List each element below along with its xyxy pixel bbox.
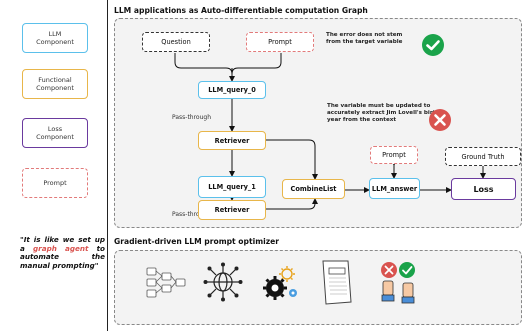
node-llm-answer: LLM_answer [369, 178, 420, 199]
node-prompt-top: Prompt [246, 32, 314, 52]
legend-llm-component: LLM Component [22, 23, 88, 53]
note-variable-update: The variable must be updated to accurate… [327, 103, 439, 123]
legend-loss-component: Loss Component [22, 118, 88, 148]
edge-question-merge [174, 53, 233, 75]
optimizer-title: Gradient-driven LLM prompt optimizer [114, 237, 280, 246]
label-pass-through-1: Pass-through [172, 114, 212, 121]
quote-highlight: graph agent [33, 243, 89, 253]
legend-prompt: Prompt [22, 168, 88, 198]
label-pass-through-2: Pass-through [172, 211, 212, 218]
node-combine-list: CombineList [282, 179, 345, 199]
node-llm-query-0: LLM_query_0 [198, 81, 266, 99]
network-globe-icon [203, 262, 243, 302]
check-icon [422, 34, 444, 56]
gears-icon [263, 266, 297, 300]
component-graph-icon [146, 267, 186, 298]
node-loss: Loss [451, 178, 516, 200]
node-retriever-2: Retriever [198, 200, 266, 220]
node-prompt-right: Prompt [370, 146, 418, 164]
document-icon [322, 260, 352, 305]
edge-retriever-2-combine [266, 198, 318, 210]
optimizer-panel [114, 250, 522, 325]
feedback-icon [381, 262, 415, 304]
edge-retriever-1-combine [266, 139, 318, 180]
legend-functional-component: Functional Component [22, 69, 88, 99]
node-llm-query-1: LLM_query_1 [198, 176, 266, 198]
quote-text: "It is like we set up a graph agent to a… [20, 235, 105, 270]
edge-prompt-merge [231, 53, 282, 75]
graph-title: LLM applications as Auto-differentiable … [114, 6, 368, 15]
node-retriever-1: Retriever [198, 131, 266, 150]
node-ground-truth: Ground Truth [445, 147, 521, 166]
note-error-not-target: The error does not stem from the target … [326, 32, 403, 45]
node-question: Question [142, 32, 210, 52]
column-divider [107, 0, 108, 331]
cross-icon [429, 109, 451, 131]
